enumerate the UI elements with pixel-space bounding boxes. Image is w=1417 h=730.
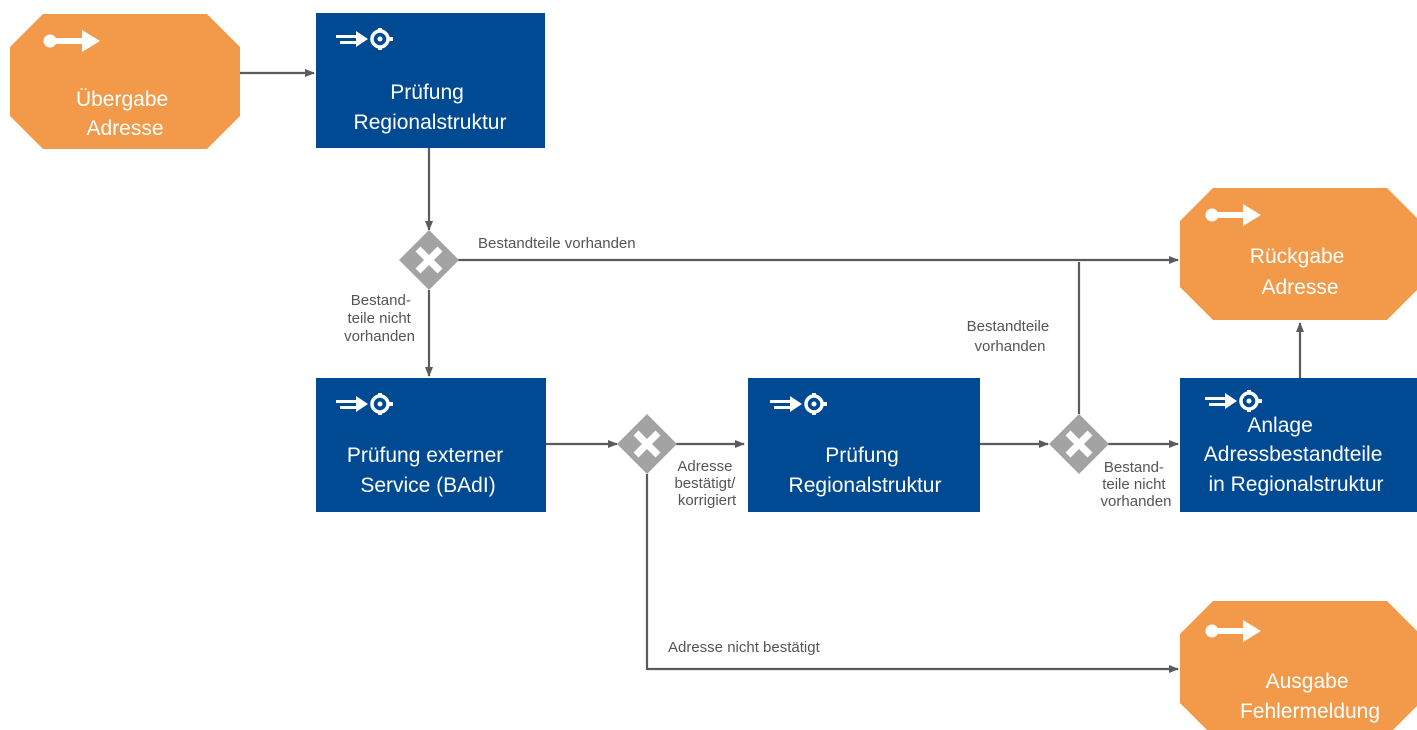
- task-label: Anlage Adressbestandteile in Regionalstr…: [1204, 414, 1388, 496]
- event-arrow-icon: [1205, 620, 1261, 642]
- task-check-regional-structure-1[interactable]: Prüfung Regionalstruktur: [316, 13, 545, 148]
- label-g3-not-present: Bestand- teile nicht vorhanden: [1101, 459, 1172, 510]
- service-task-icon: [336, 28, 393, 50]
- task-box: [1180, 378, 1417, 512]
- exclusive-gateway-icon: [1065, 430, 1093, 458]
- task-label: Prüfung Regionalstruktur: [354, 81, 507, 134]
- start-event-label: Übergabe Adresse: [76, 88, 174, 140]
- edge-labels: Bestandteile vorhanden Bestand- teile ni…: [344, 235, 1171, 656]
- exclusive-gateway-icon: [633, 430, 661, 458]
- label-g3-present: Bestandteile vorhanden: [967, 318, 1054, 355]
- label-g2-not-confirmed: Adresse nicht bestätigt: [668, 639, 821, 656]
- task-check-external-service[interactable]: Prüfung externer Service (BAdI): [316, 378, 546, 512]
- gateway-1[interactable]: [399, 230, 459, 290]
- edges: [240, 69, 1304, 673]
- label-g1-not-present: Bestand- teile nicht vorhanden: [344, 292, 415, 345]
- start-event-shape: [10, 14, 240, 149]
- exclusive-gateway-icon: [415, 246, 443, 274]
- edge-gateway-2-not-confirmed: [645, 474, 1179, 673]
- end-event-error-label: Ausgabe Fehlermeldung: [1240, 670, 1380, 723]
- service-task-icon: [770, 393, 827, 415]
- start-event[interactable]: Übergabe Adresse: [10, 14, 240, 149]
- gateway-2[interactable]: [617, 414, 677, 474]
- service-task-icon: [336, 393, 393, 415]
- event-arrow-icon: [1205, 204, 1261, 226]
- event-arrow-icon: [43, 30, 100, 52]
- label-g1-present: Bestandteile vorhanden: [478, 235, 636, 252]
- task-check-regional-structure-2[interactable]: Prüfung Regionalstruktur: [748, 378, 980, 512]
- gateway-3[interactable]: [1049, 414, 1109, 474]
- label-g2-confirmed: Adresse bestätigt/ korrigiert: [674, 458, 739, 509]
- task-label: Prüfung Regionalstruktur: [789, 444, 942, 497]
- task-create-address-components[interactable]: Anlage Adressbestandteile in Regionalstr…: [1180, 378, 1417, 512]
- task-label: Prüfung externer Service (BAdI): [347, 444, 509, 497]
- end-event-error-message[interactable]: Ausgabe Fehlermeldung: [1180, 601, 1417, 730]
- service-task-icon: [1205, 390, 1262, 412]
- end-event-return-label: Rückgabe Adresse: [1250, 245, 1350, 299]
- end-event-return-address[interactable]: Rückgabe Adresse: [1180, 188, 1417, 320]
- end-event-return-shape: [1180, 188, 1417, 320]
